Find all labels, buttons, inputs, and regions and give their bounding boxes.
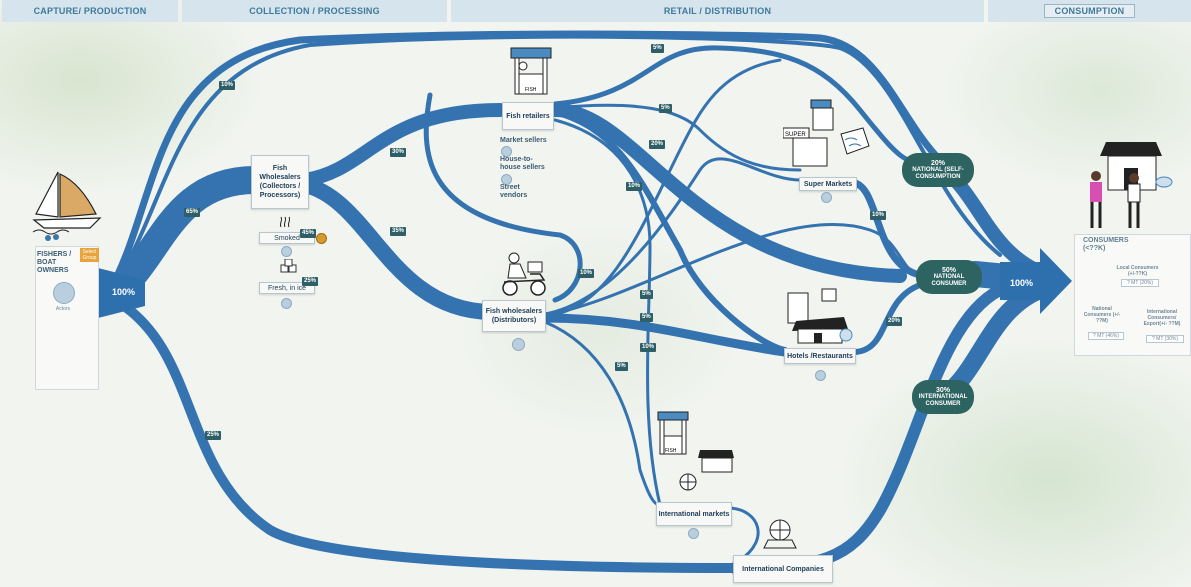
hotels-restaurants-node[interactable]: Hotels /Restaurants	[784, 348, 856, 364]
flow-label-5d: 5%	[640, 313, 653, 322]
select-group-tag[interactable]: Select Group	[80, 248, 99, 262]
stage-capture: CAPTURE/ PRODUCTION	[2, 0, 178, 22]
flow-label-10c: 10%	[578, 269, 595, 278]
street-vendors-label: Street vendors	[500, 184, 528, 199]
fishers-panel	[35, 246, 99, 390]
stage-retail: RETAIL / DISTRIBUTION	[451, 0, 984, 22]
pill-international-consumer: 30% INTERNATIONAL CONSUMER	[912, 380, 974, 414]
fish-retailers-node[interactable]: Fish retailers	[502, 102, 554, 130]
consumers-title: CONSUMERS (<??K)	[1083, 237, 1129, 252]
globe-pin-icon	[763, 519, 797, 549]
flow-label-25: 25%	[205, 431, 222, 440]
fresh-label: Fresh, in ice	[259, 282, 315, 294]
flow-label-20b: 20%	[886, 317, 903, 326]
fish-wholesalers-distributors-node[interactable]: Fish wholesalers (Distributors)	[482, 300, 546, 332]
fresh-pct: 25%	[302, 277, 319, 286]
national-consumers-label: National Consumers (+/- ??M)	[1083, 306, 1121, 324]
wholesalers-collectors-node[interactable]: Fish Wholesalers (Collectors / Processor…	[251, 155, 309, 209]
flow-label-5a: 5%	[651, 44, 664, 53]
distributors-dot	[512, 338, 525, 351]
house-sellers-dot	[501, 174, 512, 185]
international-markets-node[interactable]: International markets	[656, 502, 732, 526]
international-market-icon: FISH	[657, 411, 734, 491]
super-markets-dot	[821, 192, 832, 203]
smoked-dot	[281, 246, 292, 257]
pill-national-consumer: 50% NATIONAL CONSUMER	[916, 260, 982, 294]
flow-label-65: 65%	[184, 208, 201, 217]
flow-label-5c: 5%	[640, 290, 653, 299]
ice-icon	[280, 259, 297, 273]
international-consumers-label: International Consumers/ Export(+/- ??M)	[1143, 309, 1181, 327]
sailboat-icon	[32, 171, 102, 241]
flow-label-10d: 10%	[640, 343, 657, 352]
stage-consumption: CONSUMPTION	[988, 0, 1191, 22]
smoke-icon	[279, 216, 291, 228]
svg-text:SUPER: SUPER	[785, 132, 806, 138]
local-consumers-value: ? MT (20%)	[1121, 279, 1159, 287]
international-markets-dot	[688, 528, 699, 539]
smoked-marker	[316, 233, 327, 244]
fishers-avatar	[53, 282, 75, 304]
consumers-shop-icon	[1090, 142, 1173, 228]
national-consumers-value: ? MT (46%)	[1088, 332, 1124, 340]
smoked-pct: 45%	[300, 229, 317, 238]
fishers-label: FISHERS / BOAT OWNERS	[37, 251, 72, 274]
market-sellers-label: Market sellers	[500, 137, 547, 144]
hotels-dot	[815, 370, 826, 381]
svg-text:FISH: FISH	[525, 87, 537, 93]
pill-self-consumption: 20% NATIONAL (SELF-CONSUMPTION	[902, 153, 974, 187]
scooter-icon	[502, 252, 546, 296]
flow-label-10-top: 10%	[219, 81, 236, 90]
flow-label-10e: 10%	[870, 211, 887, 220]
market-sellers-dot	[501, 146, 512, 157]
fish-stall-icon: FISH	[510, 47, 552, 95]
international-consumers-value: ? MT (30%)	[1146, 335, 1184, 343]
flow-label-20a: 20%	[649, 140, 666, 149]
local-consumers-label: Local Consumers (+/-??K)	[1116, 265, 1159, 277]
supermarket-icon: SUPER	[783, 99, 870, 167]
flow-label-5b: 5%	[659, 104, 672, 113]
international-companies-node[interactable]: International Companies	[733, 555, 833, 583]
flow-label-30: 30%	[390, 148, 407, 157]
right-total: 100%	[1010, 278, 1034, 288]
fresh-dot	[281, 298, 292, 309]
svg-text:FISH: FISH	[665, 448, 677, 454]
left-total: 100%	[112, 287, 136, 297]
restaurant-icon	[787, 288, 853, 344]
stage-collection: COLLECTION / PROCESSING	[182, 0, 447, 22]
flow-label-35: 35%	[390, 227, 407, 236]
flow-label-5e: 5%	[615, 362, 628, 371]
flow-label-10b: 10%	[626, 182, 643, 191]
fishers-sub: Actors	[55, 306, 71, 312]
super-markets-node[interactable]: Super Markets	[799, 177, 857, 191]
house-sellers-label: House-to-house sellers	[500, 156, 545, 171]
